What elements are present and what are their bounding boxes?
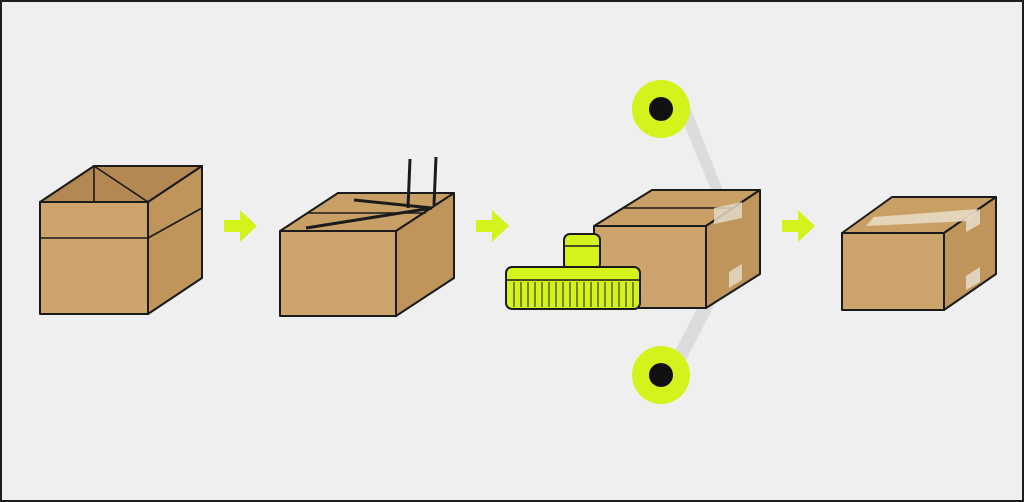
box-crease-line: [147, 207, 203, 239]
tape-strip-edge: [966, 209, 980, 232]
roller-ribs: [513, 282, 634, 307]
dispenser-roller: [505, 266, 641, 310]
box-front-face: [279, 230, 397, 317]
tape-dispenser: [505, 233, 641, 310]
folded-flaps-box: [279, 156, 455, 317]
sealed-box: [841, 196, 997, 311]
tape-roll-icon: [632, 346, 690, 404]
box-front-face: [841, 232, 945, 311]
tape-roll-icon: [632, 80, 690, 138]
box-front-face: [39, 201, 149, 315]
taping-box: [505, 80, 761, 404]
dispenser-handle: [563, 233, 601, 271]
right-arrow-icon: [782, 210, 815, 242]
flap-edge: [406, 158, 412, 209]
tape-strip: [866, 209, 978, 226]
box-side-face: [147, 165, 203, 315]
tape-strip-edge: [966, 267, 980, 290]
flap-edge: [353, 198, 433, 210]
tape-applied-edge: [729, 264, 742, 288]
tape-roll-core: [649, 97, 673, 121]
flap-edge: [305, 206, 433, 230]
right-arrow-icon: [224, 210, 257, 242]
open-box: [39, 165, 203, 315]
tape-strand: [678, 102, 726, 202]
tape-applied-edge: [714, 202, 742, 224]
tape-roll-core: [649, 363, 673, 387]
box-side-face: [395, 192, 455, 317]
right-arrow-icon: [476, 210, 509, 242]
flap-edge: [432, 156, 438, 206]
box-side-face: [943, 196, 997, 311]
